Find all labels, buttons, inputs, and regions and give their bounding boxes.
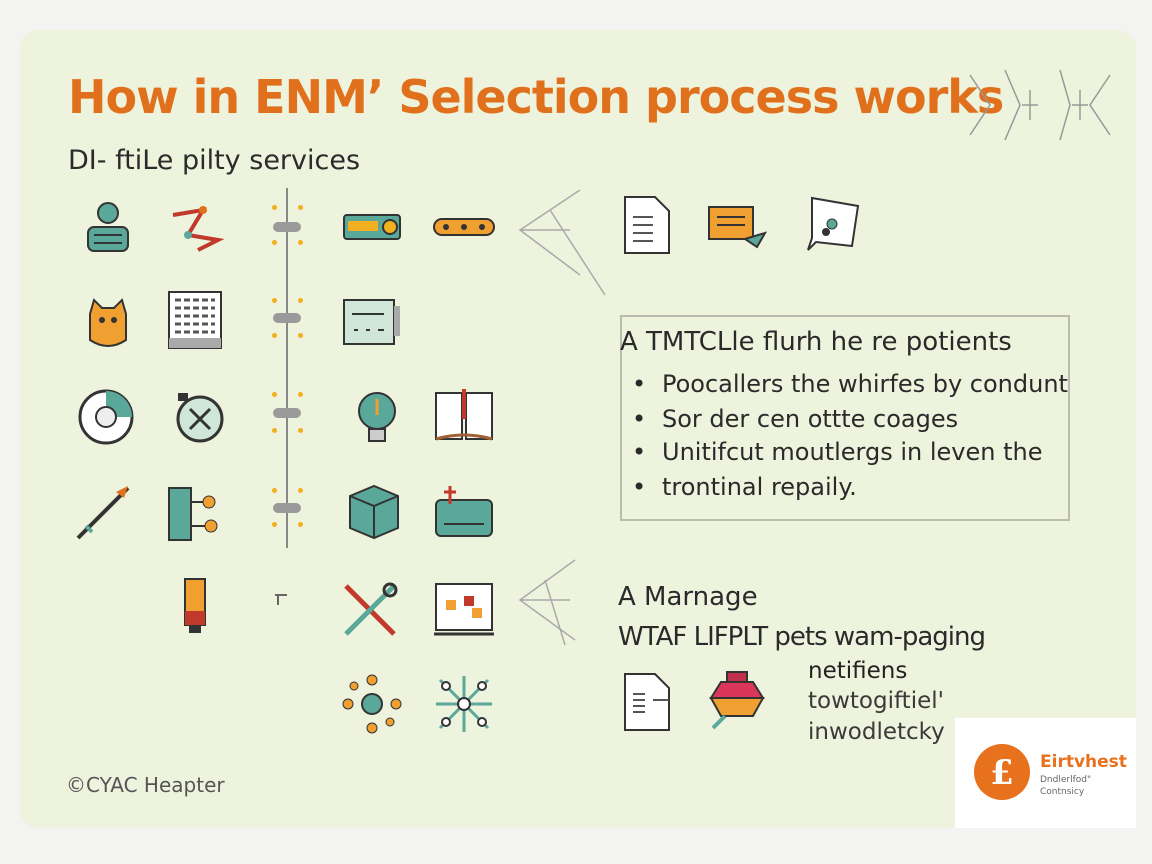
timeline-node [273, 503, 301, 513]
device-icon [343, 214, 401, 240]
page-title: How in ENM’ Selection process works [68, 70, 1004, 124]
book-icon [435, 389, 493, 441]
footer-credit: ©CYAC Heapter [66, 773, 225, 797]
section2-subline: netifiens [808, 658, 908, 684]
section2-subline: inwodletcky [808, 719, 945, 745]
dashboard-screen-icon [434, 583, 494, 636]
timeline-node [273, 313, 301, 323]
network-hub-icon [342, 674, 402, 734]
card-icon [343, 299, 400, 345]
sketch-decoration-icon [969, 69, 1111, 141]
document-icon [624, 196, 670, 254]
info-bullet: •Sor der cen ottte coages [632, 405, 959, 433]
logo-name: Eirtvhest [1040, 752, 1127, 772]
pound-coin-icon: £ [974, 744, 1030, 800]
cube-icon [349, 484, 399, 540]
wrench-screwdriver-icon [344, 582, 398, 636]
person-icon [87, 202, 129, 252]
subtitle: DI- ftiLe pilty services [68, 145, 361, 176]
chain-link-icon [433, 218, 495, 236]
section2-subline: towtogiftiel' [808, 688, 944, 714]
molecule-network-icon [436, 676, 492, 732]
chevron-arrow-icon [518, 189, 606, 296]
lightbulb-icon [358, 392, 396, 442]
info-bullet: •Poocallers the whirfes by condunt [632, 370, 1068, 398]
brand-logo: £ Eirtvhest Dndlerlfod" Contnsicy [955, 718, 1136, 828]
logo-tagline: Contnsicy [1040, 787, 1085, 797]
chevron-arrow-icon [518, 559, 576, 646]
small-marker-icon [275, 594, 287, 605]
pen-icon [76, 486, 130, 540]
chat-bubble-icon [807, 196, 860, 251]
timeline [286, 188, 288, 548]
message-board-icon [708, 206, 768, 249]
toolbox-icon [709, 671, 765, 730]
logo-tagline: Dndlerlfod" [1040, 775, 1092, 785]
svg-text:£: £ [990, 753, 1014, 793]
tools-circle-icon [176, 393, 224, 443]
info-box [620, 315, 1070, 521]
info-bullet: •trontinal repaily. [632, 473, 857, 501]
network-arrows-icon [172, 206, 225, 252]
info-box-heading: A TMTCLle flurh he re potients [620, 327, 1012, 357]
info-bullet: •Unitifcut moutlergs in leven the [632, 438, 1043, 466]
timeline-node [273, 408, 301, 418]
section2-heading: A Marnage [618, 582, 758, 612]
newspaper-icon [168, 291, 222, 349]
connector-icon [168, 487, 218, 541]
card-reader-icon [435, 486, 493, 537]
pie-chart-icon [78, 389, 134, 445]
document-icon [624, 673, 670, 731]
timeline-node [273, 222, 301, 232]
battery-icon [184, 578, 206, 633]
section2-line: WTAF LIFPLT pets wam-paging [618, 622, 986, 652]
owl-icon [89, 298, 127, 347]
